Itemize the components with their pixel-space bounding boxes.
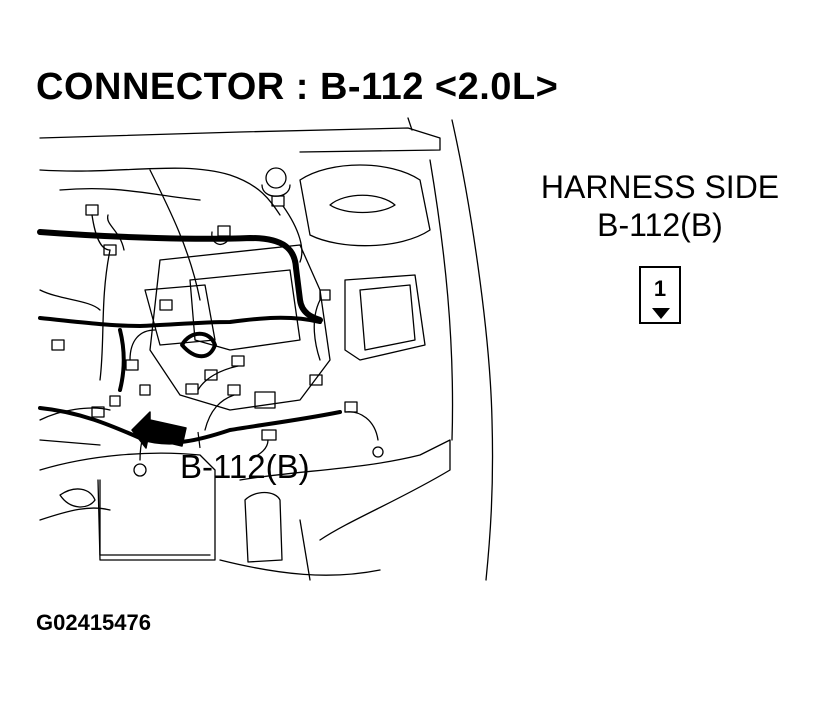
harness-connector-id: B-112(B) <box>597 207 723 243</box>
diagram-title: CONNECTOR : B-112 <2.0L> <box>36 66 559 108</box>
main-harness <box>37 229 323 323</box>
figure-code: G02415476 <box>36 610 151 635</box>
lower-harness <box>38 406 342 445</box>
harness-side-label: HARNESS SIDE B-112(B) <box>520 168 800 244</box>
connector-pin-face: 1 <box>639 266 681 324</box>
hood-edge-line <box>39 127 441 153</box>
harness-side-text: HARNESS SIDE <box>540 169 780 205</box>
pin-lock-triangle-icon <box>652 308 670 319</box>
pin-number: 1 <box>653 276 667 301</box>
fender-line <box>451 119 494 581</box>
connector-pointer-arrow <box>131 411 187 449</box>
connector-callout-label: B-112(B) <box>180 448 310 485</box>
